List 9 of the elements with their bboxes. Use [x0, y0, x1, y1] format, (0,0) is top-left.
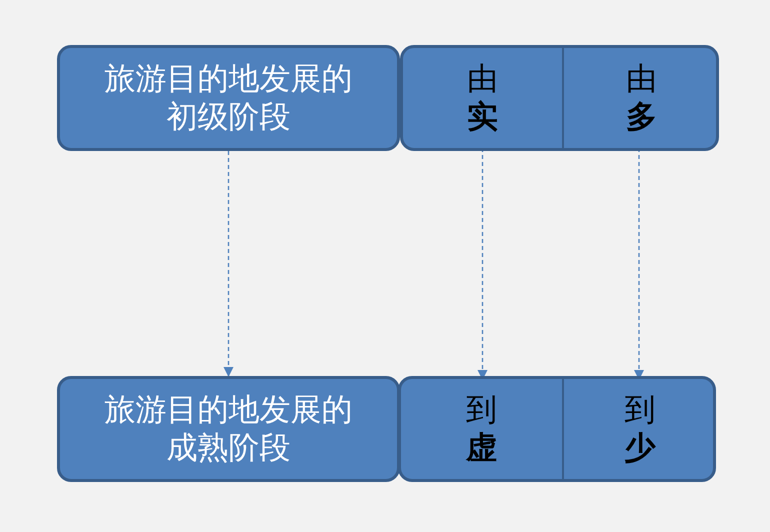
table-cell: 由实 — [403, 48, 562, 148]
arrow — [224, 151, 234, 377]
stage-box: 旅游目的地发展的成熟阶段 — [57, 376, 400, 482]
split-box — [398, 376, 716, 482]
table-cell: 到少 — [562, 379, 716, 479]
table-cell: 由多 — [562, 48, 719, 148]
table-cell: 到虚 — [401, 379, 562, 479]
stage-box: 旅游目的地发展的初级阶段 — [57, 45, 400, 151]
split-box — [400, 45, 719, 151]
